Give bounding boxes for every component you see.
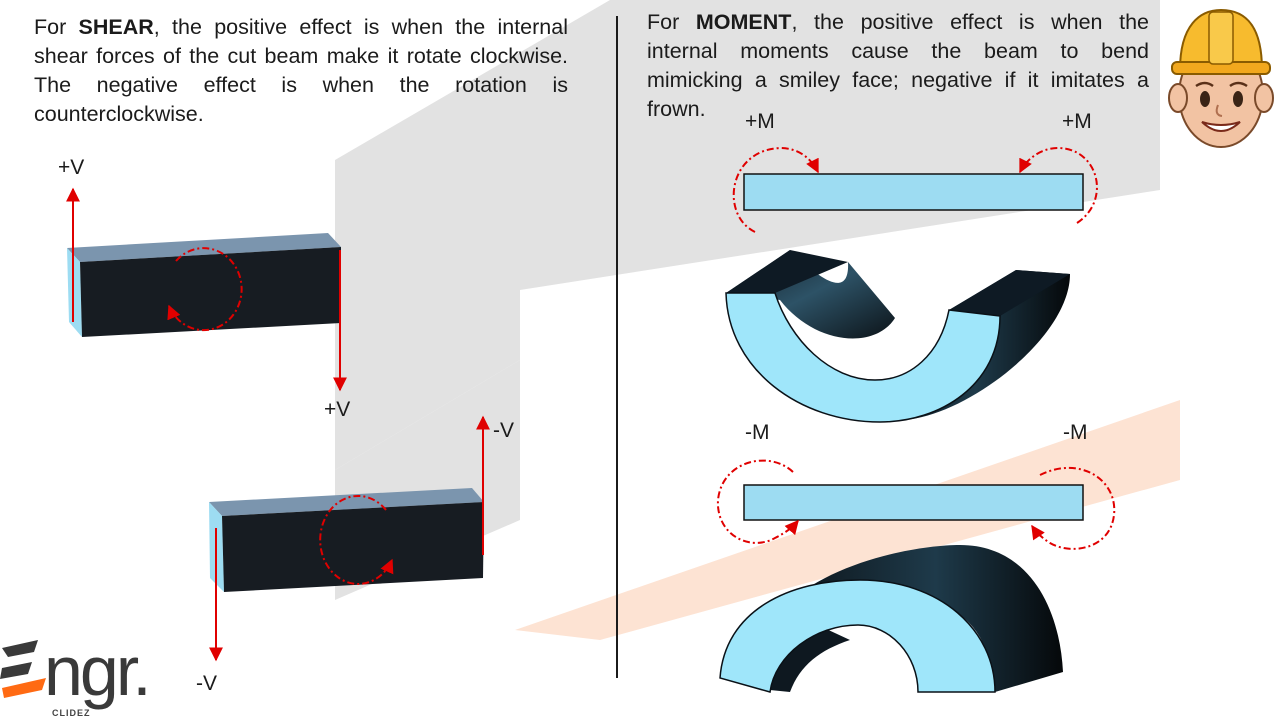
neg-v-top-label: -V [493,419,514,442]
positive-moment-bent-beam [725,250,1070,423]
negative-moment-bar [743,484,1084,521]
engineer-mascot-icon [1168,8,1274,148]
pos-v-top-label: +V [58,156,85,179]
negative-moment-right-arrow [1031,466,1116,550]
shear-description: For SHEAR, the positive effect is when t… [34,15,568,126]
pos-m-left-label: +M [745,110,775,133]
negative-moment-bent-beam [719,545,1063,693]
pos-v-bottom-label: +V [324,398,351,421]
moment-description: For MOMENT, the positive effect is when … [647,10,1149,121]
shear-keyword: SHEAR [78,15,154,39]
positive-shear-rotation-arrow [167,247,243,332]
positive-moment-left-arrow [732,146,819,233]
engr-logo-icon [0,640,46,698]
logo-subtitle: CLIDEZ [52,708,91,718]
neg-m-right-label: -M [1063,421,1088,444]
negative-shear-beam [209,488,484,592]
logo-wordmark: ngr. [44,632,152,710]
negative-moment-left-arrow [716,459,799,544]
center-divider [616,16,618,678]
moment-keyword: MOMENT [695,10,792,34]
pos-m-right-label: +M [1062,110,1092,133]
positive-moment-bar [743,173,1084,211]
neg-v-bottom-label: -V [196,672,217,695]
positive-moment-right-arrow [1019,146,1098,224]
neg-m-left-label: -M [745,421,770,444]
